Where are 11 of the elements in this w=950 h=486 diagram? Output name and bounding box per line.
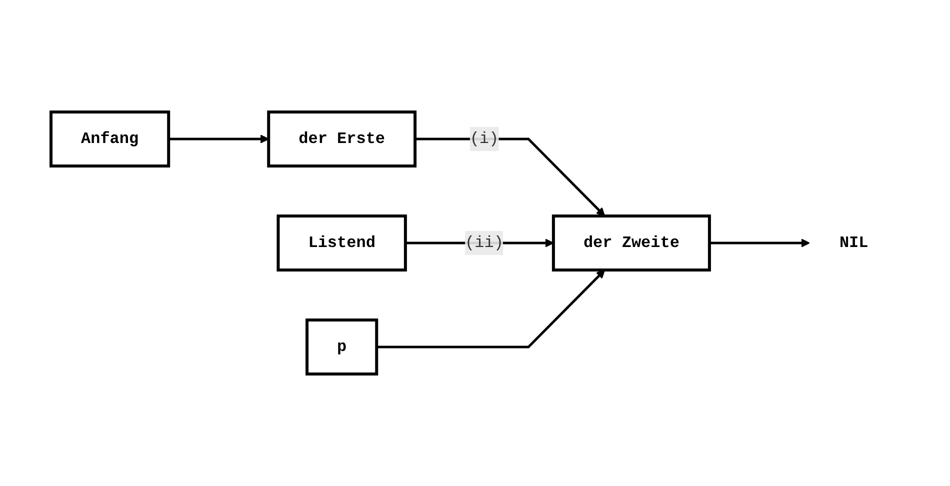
node-box: Anfang — [50, 110, 170, 168]
edge-label: (ii) — [465, 234, 504, 252]
node-box: Listend — [277, 214, 408, 272]
edge-label: (i) — [470, 130, 499, 148]
arrow — [168, 134, 270, 144]
node-box: der Zweite — [552, 214, 712, 272]
node-box: der Erste — [267, 110, 417, 168]
arrow — [376, 270, 606, 348]
node-text: NIL — [840, 234, 869, 252]
arrow — [710, 238, 810, 248]
node-box: p — [306, 318, 378, 376]
